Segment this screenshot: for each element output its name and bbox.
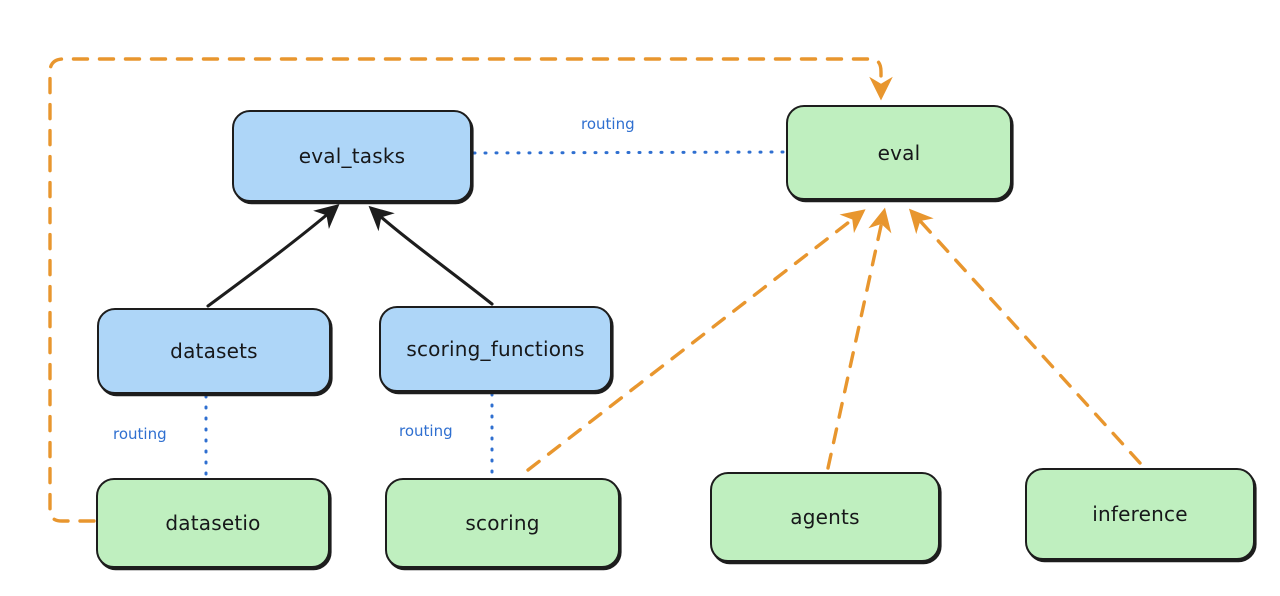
node-label-datasetio: datasetio [165, 511, 261, 535]
node-inference[interactable]: inference [1025, 468, 1255, 560]
edge-agents-to-eval [826, 207, 892, 470]
node-scoring[interactable]: scoring [385, 478, 620, 568]
node-agents[interactable]: agents [710, 472, 940, 562]
node-eval-tasks[interactable]: eval_tasks [232, 110, 472, 202]
edge-label-routing-datasets-datasetio: routing [110, 425, 170, 443]
edge-label-routing-eval-tasks-eval: routing [578, 115, 638, 133]
node-label-scoring: scoring [465, 511, 540, 535]
node-label-eval: eval [877, 140, 921, 165]
node-eval[interactable]: eval [786, 105, 1012, 200]
edge-eval-tasks-to-eval-routing [472, 150, 786, 155]
node-label-eval-tasks: eval_tasks [298, 144, 406, 168]
edge-inference-to-eval [908, 208, 1142, 465]
node-datasetio[interactable]: datasetio [96, 478, 330, 568]
edge-scoring-to-eval [526, 209, 866, 472]
node-datasets[interactable]: datasets [97, 308, 331, 394]
node-label-agents: agents [790, 505, 860, 529]
edge-datasets-to-eval-tasks [206, 203, 340, 308]
edge-datasetio-to-eval [48, 57, 893, 523]
node-scoring-functions[interactable]: scoring_functions [379, 306, 612, 392]
edge-scoring-functions-to-eval-tasks [368, 205, 494, 306]
node-label-datasets: datasets [170, 339, 258, 363]
node-label-inference: inference [1092, 502, 1188, 526]
node-label-scoring-functions: scoring_functions [406, 337, 585, 361]
edge-label-routing-scoring-functions-scoring: routing [396, 422, 456, 440]
